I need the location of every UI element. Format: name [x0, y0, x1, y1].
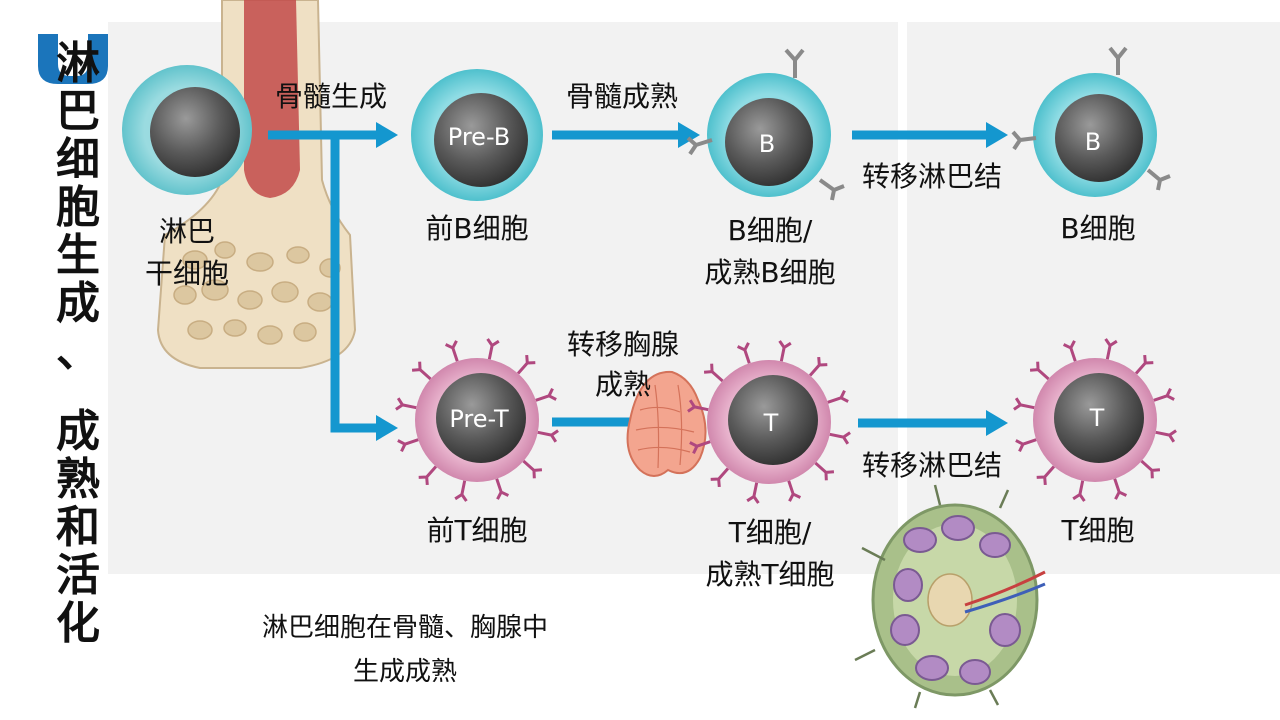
pre-b-cell-label: 前B细胞 — [425, 212, 529, 245]
receptor-spike — [703, 363, 724, 383]
title-char: 淋 — [56, 38, 100, 89]
receptor-spike — [1134, 354, 1154, 375]
title-part1: 淋巴细胞生成、 — [48, 40, 108, 376]
title-char: 化 — [56, 598, 100, 649]
title-char: 细 — [56, 134, 100, 185]
receptor-spike — [454, 480, 468, 502]
receptor-spike — [1104, 338, 1118, 360]
receptor-spike — [787, 480, 802, 502]
b-cell-mature-label-line2: 成熟B细胞 — [704, 256, 836, 289]
title-char: 生 — [56, 230, 100, 281]
b-cell-mature-label: B细胞/ 成熟B细胞 — [684, 210, 856, 294]
pre-t-cell-label: 前T细胞 — [426, 514, 528, 547]
receptor-spike — [418, 465, 438, 486]
title-accent — [38, 34, 108, 84]
label-bone-marrow-maturation: 骨髓成熟 — [565, 80, 678, 113]
receptor-spike — [444, 340, 459, 362]
receptor-spike — [522, 459, 543, 479]
pre-b-cell-text: Pre-B — [448, 123, 510, 151]
receptor-spike — [1140, 459, 1161, 479]
stem-cell-label: 淋巴 干细胞 — [132, 211, 242, 295]
receptor-spike — [495, 478, 510, 500]
title-char: 成 — [56, 278, 100, 329]
receptor-spike — [778, 340, 792, 362]
receptor-spike — [1015, 438, 1037, 453]
t-cell-mature-label: T细胞/ 成熟T细胞 — [684, 512, 856, 596]
t-cell-mature-text: T — [763, 409, 779, 437]
stem-cell — [122, 65, 252, 195]
caption-line2: 生成成熟 — [352, 657, 457, 687]
title-char: 成 — [56, 406, 100, 457]
receptor-spike — [1072, 480, 1086, 502]
receptor-spike — [710, 467, 730, 488]
receptor-spike — [1155, 429, 1177, 443]
b-cell-mature-label-line1: B细胞/ — [727, 214, 813, 247]
receptor-spike — [411, 361, 432, 381]
receptor-spike — [395, 397, 417, 411]
caption: 淋巴细胞在骨髓、胸腺中 生成成熟 — [190, 606, 620, 694]
receptor-spike — [829, 431, 851, 445]
label-bone-marrow-generation: 骨髓生成 — [274, 80, 387, 113]
title-char: 熟 — [56, 454, 100, 505]
receptor-spike — [808, 356, 828, 377]
title-char: 和 — [56, 502, 100, 553]
bone-illustration — [156, 0, 357, 369]
pre-t-cell: Pre-T — [395, 338, 559, 502]
title-char: 活 — [56, 550, 100, 601]
receptor-spike — [537, 429, 559, 443]
t-cell-mature-label-line1: T细胞/ — [728, 516, 812, 549]
arrow-stem-to-pret — [330, 135, 378, 433]
receptor-spike — [736, 342, 751, 364]
receptor-spike — [1013, 397, 1035, 411]
t-cell-mature: T — [687, 340, 851, 504]
b-cell-mature: B — [686, 48, 845, 201]
t-cell-node-label: T细胞 — [1061, 514, 1135, 547]
title-part2: 成熟和活化 — [48, 408, 108, 648]
thymus-illustration — [626, 370, 707, 477]
receptor-spike — [1153, 387, 1175, 402]
receptor-spikes — [687, 340, 851, 504]
title-char: 、 — [56, 326, 100, 377]
receptor-spike — [814, 461, 835, 481]
receptor-spike — [687, 399, 709, 413]
receptor-spike — [397, 438, 419, 453]
b-cell-node: B — [1011, 46, 1171, 197]
label-thymus-line1: 转移胸腺 — [566, 328, 679, 361]
receptor-spike — [535, 387, 557, 402]
pre-b-cell: Pre-B — [411, 69, 543, 201]
receptor-spike — [746, 482, 760, 504]
t-cell-mature-label-line2: 成熟T细胞 — [705, 558, 835, 591]
b-cell-node-text: B — [1085, 128, 1101, 156]
t-cell-node: T — [1013, 338, 1177, 502]
receptor-spike — [1062, 340, 1077, 362]
label-to-lymph-node-b: 转移淋巴结 — [861, 160, 1002, 193]
receptor-spike — [827, 389, 849, 404]
t-cell-node-text: T — [1089, 404, 1105, 432]
receptor-spike — [1029, 361, 1050, 381]
receptor-spike — [1036, 465, 1056, 486]
stem-cell-label-line1: 淋巴 — [158, 215, 215, 248]
b-cell-mature-text: B — [759, 130, 775, 158]
label-thymus: 转移胸腺 成熟 — [548, 325, 698, 405]
receptor-spike — [1113, 478, 1128, 500]
caption-line1: 淋巴细胞在骨髓、胸腺中 — [261, 613, 548, 643]
receptor-spike — [689, 440, 711, 455]
receptor-spikes — [1013, 338, 1177, 502]
label-to-lymph-node-t: 转移淋巴结 — [861, 449, 1002, 482]
receptor-spike — [516, 354, 536, 375]
label-thymus-line2: 成熟 — [594, 368, 651, 401]
title-char: 巴 — [56, 86, 100, 137]
b-cell-node-label: B细胞 — [1060, 212, 1136, 245]
title-char: 胞 — [56, 182, 100, 233]
receptor-spike — [486, 338, 500, 360]
page-title: 淋巴细胞生成、 成熟和活化 — [48, 40, 108, 648]
stem-cell-label-line2: 干细胞 — [144, 257, 229, 290]
lymph-node-illustration — [854, 484, 1046, 709]
pre-t-cell-text: Pre-T — [449, 405, 509, 433]
receptor-spikes — [395, 338, 559, 502]
